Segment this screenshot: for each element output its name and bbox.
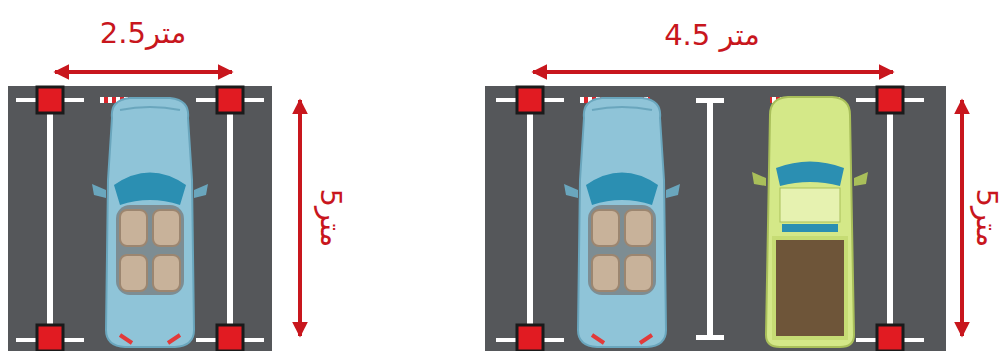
lane-line [527, 100, 533, 340]
dash [496, 98, 516, 102]
dash [856, 98, 876, 102]
corner-marker [37, 87, 63, 113]
dimension-label: متر5 [970, 189, 1002, 248]
divider [707, 100, 713, 340]
dash [244, 98, 264, 102]
lane-line [227, 100, 233, 340]
corner-marker [517, 87, 543, 113]
parking-lot [485, 86, 946, 351]
corner-marker [877, 87, 903, 113]
lane-line [887, 100, 893, 340]
dash [904, 338, 924, 342]
parking-lot [8, 86, 272, 351]
corner-marker [517, 325, 543, 351]
corner-marker [877, 325, 903, 351]
dimension-label: متر2.5 [100, 18, 186, 50]
dash [16, 98, 36, 102]
dimension-arrow [55, 70, 232, 74]
asphalt [8, 86, 272, 351]
dash [244, 338, 264, 342]
dash [856, 338, 876, 342]
dash [64, 98, 84, 102]
dash [64, 338, 84, 342]
dash [196, 98, 216, 102]
dash [544, 338, 564, 342]
car-pickup [752, 97, 868, 347]
car-convertible [92, 98, 208, 347]
dash [544, 98, 564, 102]
dimension-arrow [533, 70, 893, 74]
dash [16, 338, 36, 342]
divider-cap [696, 98, 724, 103]
corner-marker [37, 325, 63, 351]
dimension-label: متر 4.5 [664, 20, 760, 52]
lane-line [47, 100, 53, 340]
corner-marker [217, 325, 243, 351]
asphalt [485, 86, 946, 351]
dimension-arrow [960, 100, 964, 336]
corner-marker [217, 87, 243, 113]
dimension-label: متر5 [314, 189, 346, 248]
dimension-arrow [298, 100, 302, 336]
divider-cap [696, 335, 724, 340]
dash [496, 338, 516, 342]
dash [904, 98, 924, 102]
dash [196, 338, 216, 342]
car-convertible [564, 98, 680, 347]
